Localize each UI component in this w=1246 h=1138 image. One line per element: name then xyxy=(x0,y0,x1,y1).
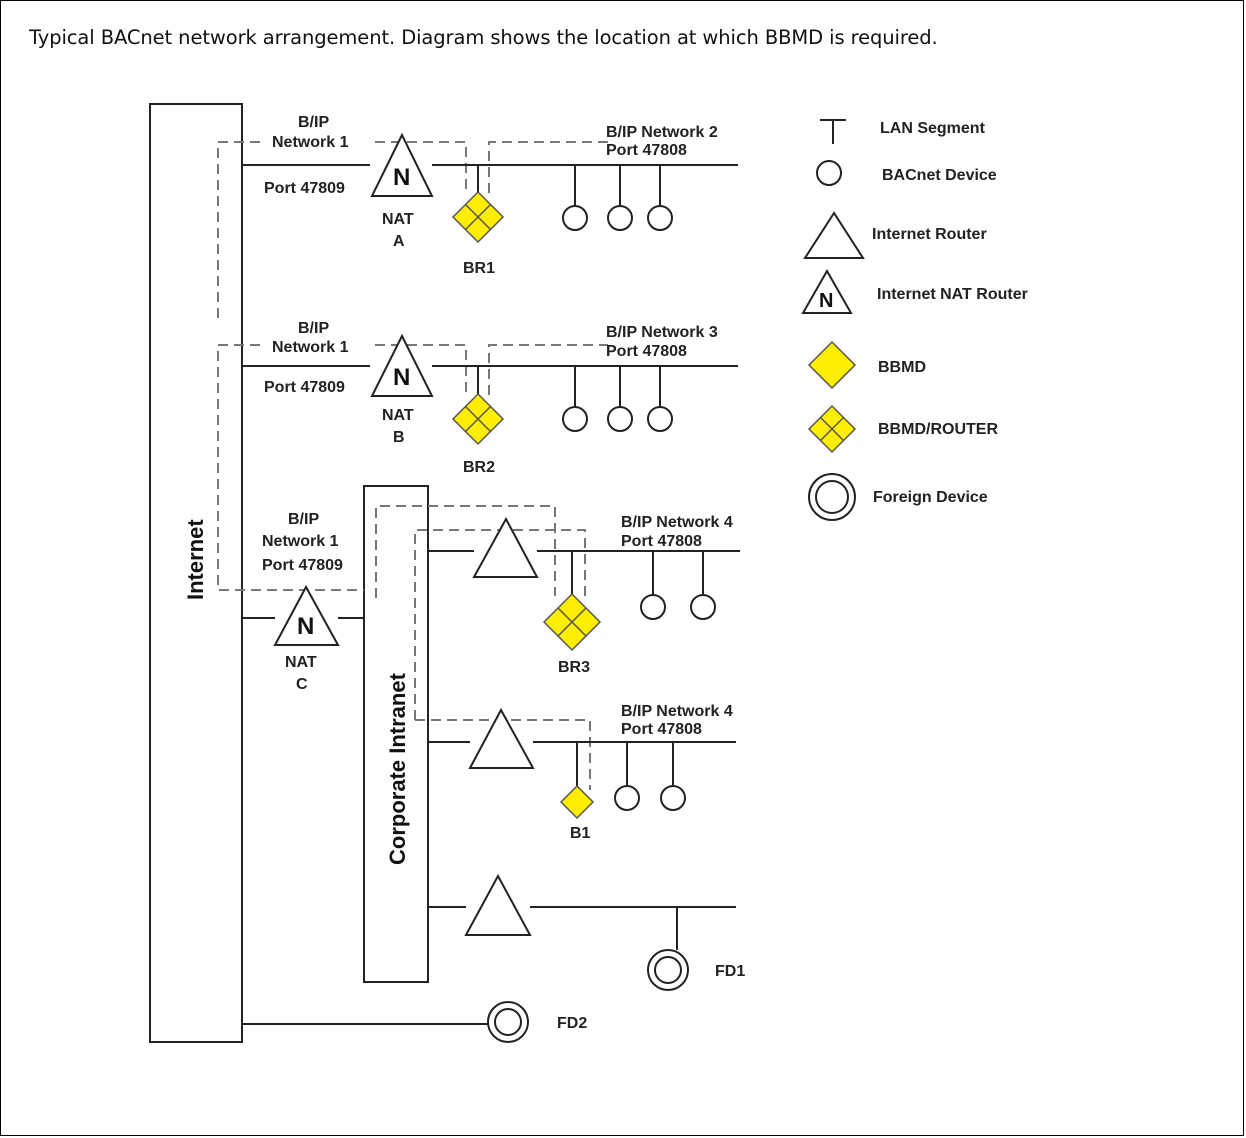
br1-label: BR1 xyxy=(463,260,495,277)
figure-caption: Typical BACnet network arrangement. Diag… xyxy=(29,26,938,49)
intranet-column xyxy=(363,485,429,983)
internet-router-icon xyxy=(803,211,865,259)
br3-label: BR3 xyxy=(558,659,590,676)
row-a: N B/IP Network 1 Port 47809 NAT A BR1 B/… xyxy=(217,114,738,318)
row-c-network: Network 1 xyxy=(262,533,339,550)
nat-a-label: NAT xyxy=(382,211,414,228)
row-a-network: Network 1 xyxy=(272,134,349,151)
legend-foreign-device: Foreign Device xyxy=(873,489,988,506)
nat-c-letter: C xyxy=(296,676,308,693)
nat-a-glyph: N xyxy=(393,164,410,191)
row-c-bip: B/IP xyxy=(288,511,319,528)
net4b-port: Port 47808 xyxy=(621,721,702,738)
legend-bbmd: BBMD xyxy=(878,359,926,376)
device-b2-icon xyxy=(607,406,633,432)
row-net4a: BR3 B/IP Network 4 Port 47808 xyxy=(375,505,740,720)
nat-c-router-icon xyxy=(273,584,340,646)
nat-a-router-icon xyxy=(370,132,434,197)
internet-label: Internet xyxy=(183,519,208,600)
intranet-label: Corporate Intranet xyxy=(385,672,410,865)
legend-bacnet-device: BACnet Device xyxy=(882,167,997,184)
legend-bbmd-router: BBMD/ROUTER xyxy=(878,421,998,438)
bbmd-router-icon xyxy=(807,404,857,454)
device-a1-icon xyxy=(562,205,588,231)
br3-bbmd-router-icon xyxy=(542,592,602,652)
nat-router-icon xyxy=(801,268,853,314)
router-net4a-icon xyxy=(472,516,539,578)
br2-bbmd-router-icon xyxy=(451,392,505,446)
nat-b-label: NAT xyxy=(382,407,414,424)
lan-segment-icon xyxy=(820,119,846,144)
device-c2-icon xyxy=(690,594,716,620)
nat-a-letter: A xyxy=(393,233,405,250)
bbmd-icon xyxy=(807,340,857,390)
fd2-label: FD2 xyxy=(557,1015,587,1032)
legend-internet-router: Internet Router xyxy=(872,226,987,243)
net3-name: B/IP Network 3 xyxy=(606,324,718,341)
internet-column xyxy=(149,103,243,1043)
device-b3-icon xyxy=(647,406,673,432)
legend: LAN Segment BACnet Device Internet Route… xyxy=(801,119,1028,521)
fd2-inner-icon xyxy=(494,1008,522,1036)
row-fd1: FD1 xyxy=(428,873,745,991)
b1-bbmd-icon xyxy=(559,784,595,820)
net4a-port: Port 47808 xyxy=(621,533,702,550)
device-a3-icon xyxy=(647,205,673,231)
bacnet-device-icon xyxy=(816,160,842,186)
device-b1-icon xyxy=(562,406,588,432)
nat-router-glyph: N xyxy=(819,290,833,312)
net3-port: Port 47808 xyxy=(606,343,687,360)
row-fd2: FD2 xyxy=(242,1001,587,1043)
row-b: N B/IP Network 1 Port 47809 NAT B BR2 B/… xyxy=(217,320,738,591)
nat-c-label: NAT xyxy=(285,654,317,671)
net2-port: Port 47808 xyxy=(606,142,687,159)
row-c-port: Port 47809 xyxy=(262,557,343,574)
row-b-port: Port 47809 xyxy=(264,379,345,396)
row-b-bip: B/IP xyxy=(298,320,329,337)
legend-nat-router: Internet NAT Router xyxy=(877,286,1028,303)
device-c1-icon xyxy=(640,594,666,620)
row-a-port: Port 47809 xyxy=(264,180,345,197)
nat-c-glyph: N xyxy=(297,613,314,640)
row-b-network: Network 1 xyxy=(272,339,349,356)
device-d2-icon xyxy=(660,785,686,811)
foreign-device-inner-icon xyxy=(815,480,849,514)
fd1-inner-icon xyxy=(654,956,682,984)
row-net4b: B1 B/IP Network 4 Port 47808 xyxy=(415,703,736,842)
nat-b-letter: B xyxy=(393,429,405,446)
device-d1-icon xyxy=(614,785,640,811)
net4b-name: B/IP Network 4 xyxy=(621,703,733,720)
row-a-bip: B/IP xyxy=(298,114,329,131)
row-nat-c: N B/IP Network 1 Port 47809 NAT C xyxy=(242,511,364,693)
fd1-label: FD1 xyxy=(715,963,745,980)
b1-label: B1 xyxy=(570,825,591,842)
br1-bbmd-router-icon xyxy=(451,190,505,244)
nat-b-router-icon xyxy=(370,333,434,397)
router-fd1-icon xyxy=(464,873,532,936)
net4a-name: B/IP Network 4 xyxy=(621,514,733,531)
router-net4b-icon xyxy=(468,707,535,769)
br2-label: BR2 xyxy=(463,459,495,476)
legend-lan-segment: LAN Segment xyxy=(880,120,986,137)
device-a2-icon xyxy=(607,205,633,231)
nat-b-glyph: N xyxy=(393,364,410,391)
net2-name: B/IP Network 2 xyxy=(606,124,718,141)
